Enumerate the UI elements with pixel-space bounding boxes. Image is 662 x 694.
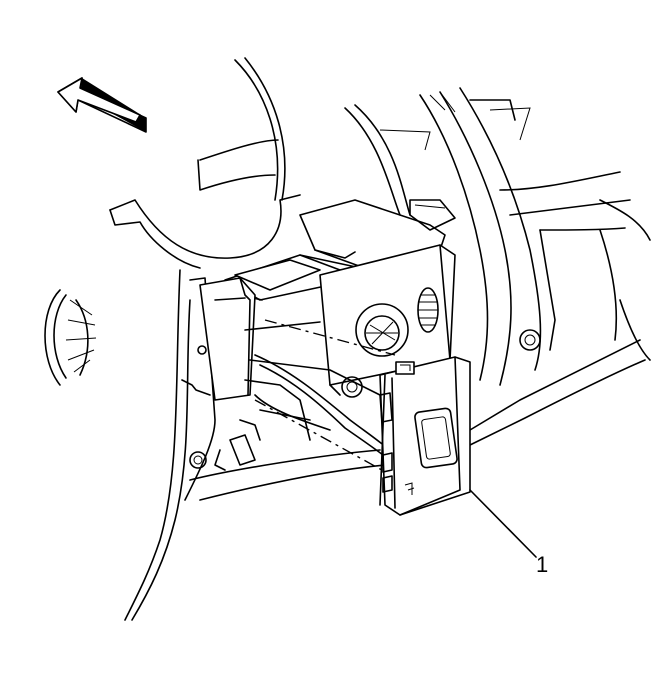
installation-guide-lines [254, 319, 401, 481]
lower-console-trim [189, 339, 646, 501]
callout-1: 1 [469, 489, 548, 577]
a-pillar-trim [419, 87, 542, 386]
windshield-frame [344, 104, 651, 361]
callout-label: 1 [536, 552, 548, 577]
mounting-bracket [199, 277, 381, 441]
instrument-panel-left [109, 57, 301, 621]
switch-panel [379, 356, 471, 516]
hvac-module [224, 199, 456, 398]
direction-arrow-icon [57, 77, 147, 133]
steering-column-outline [44, 289, 97, 386]
